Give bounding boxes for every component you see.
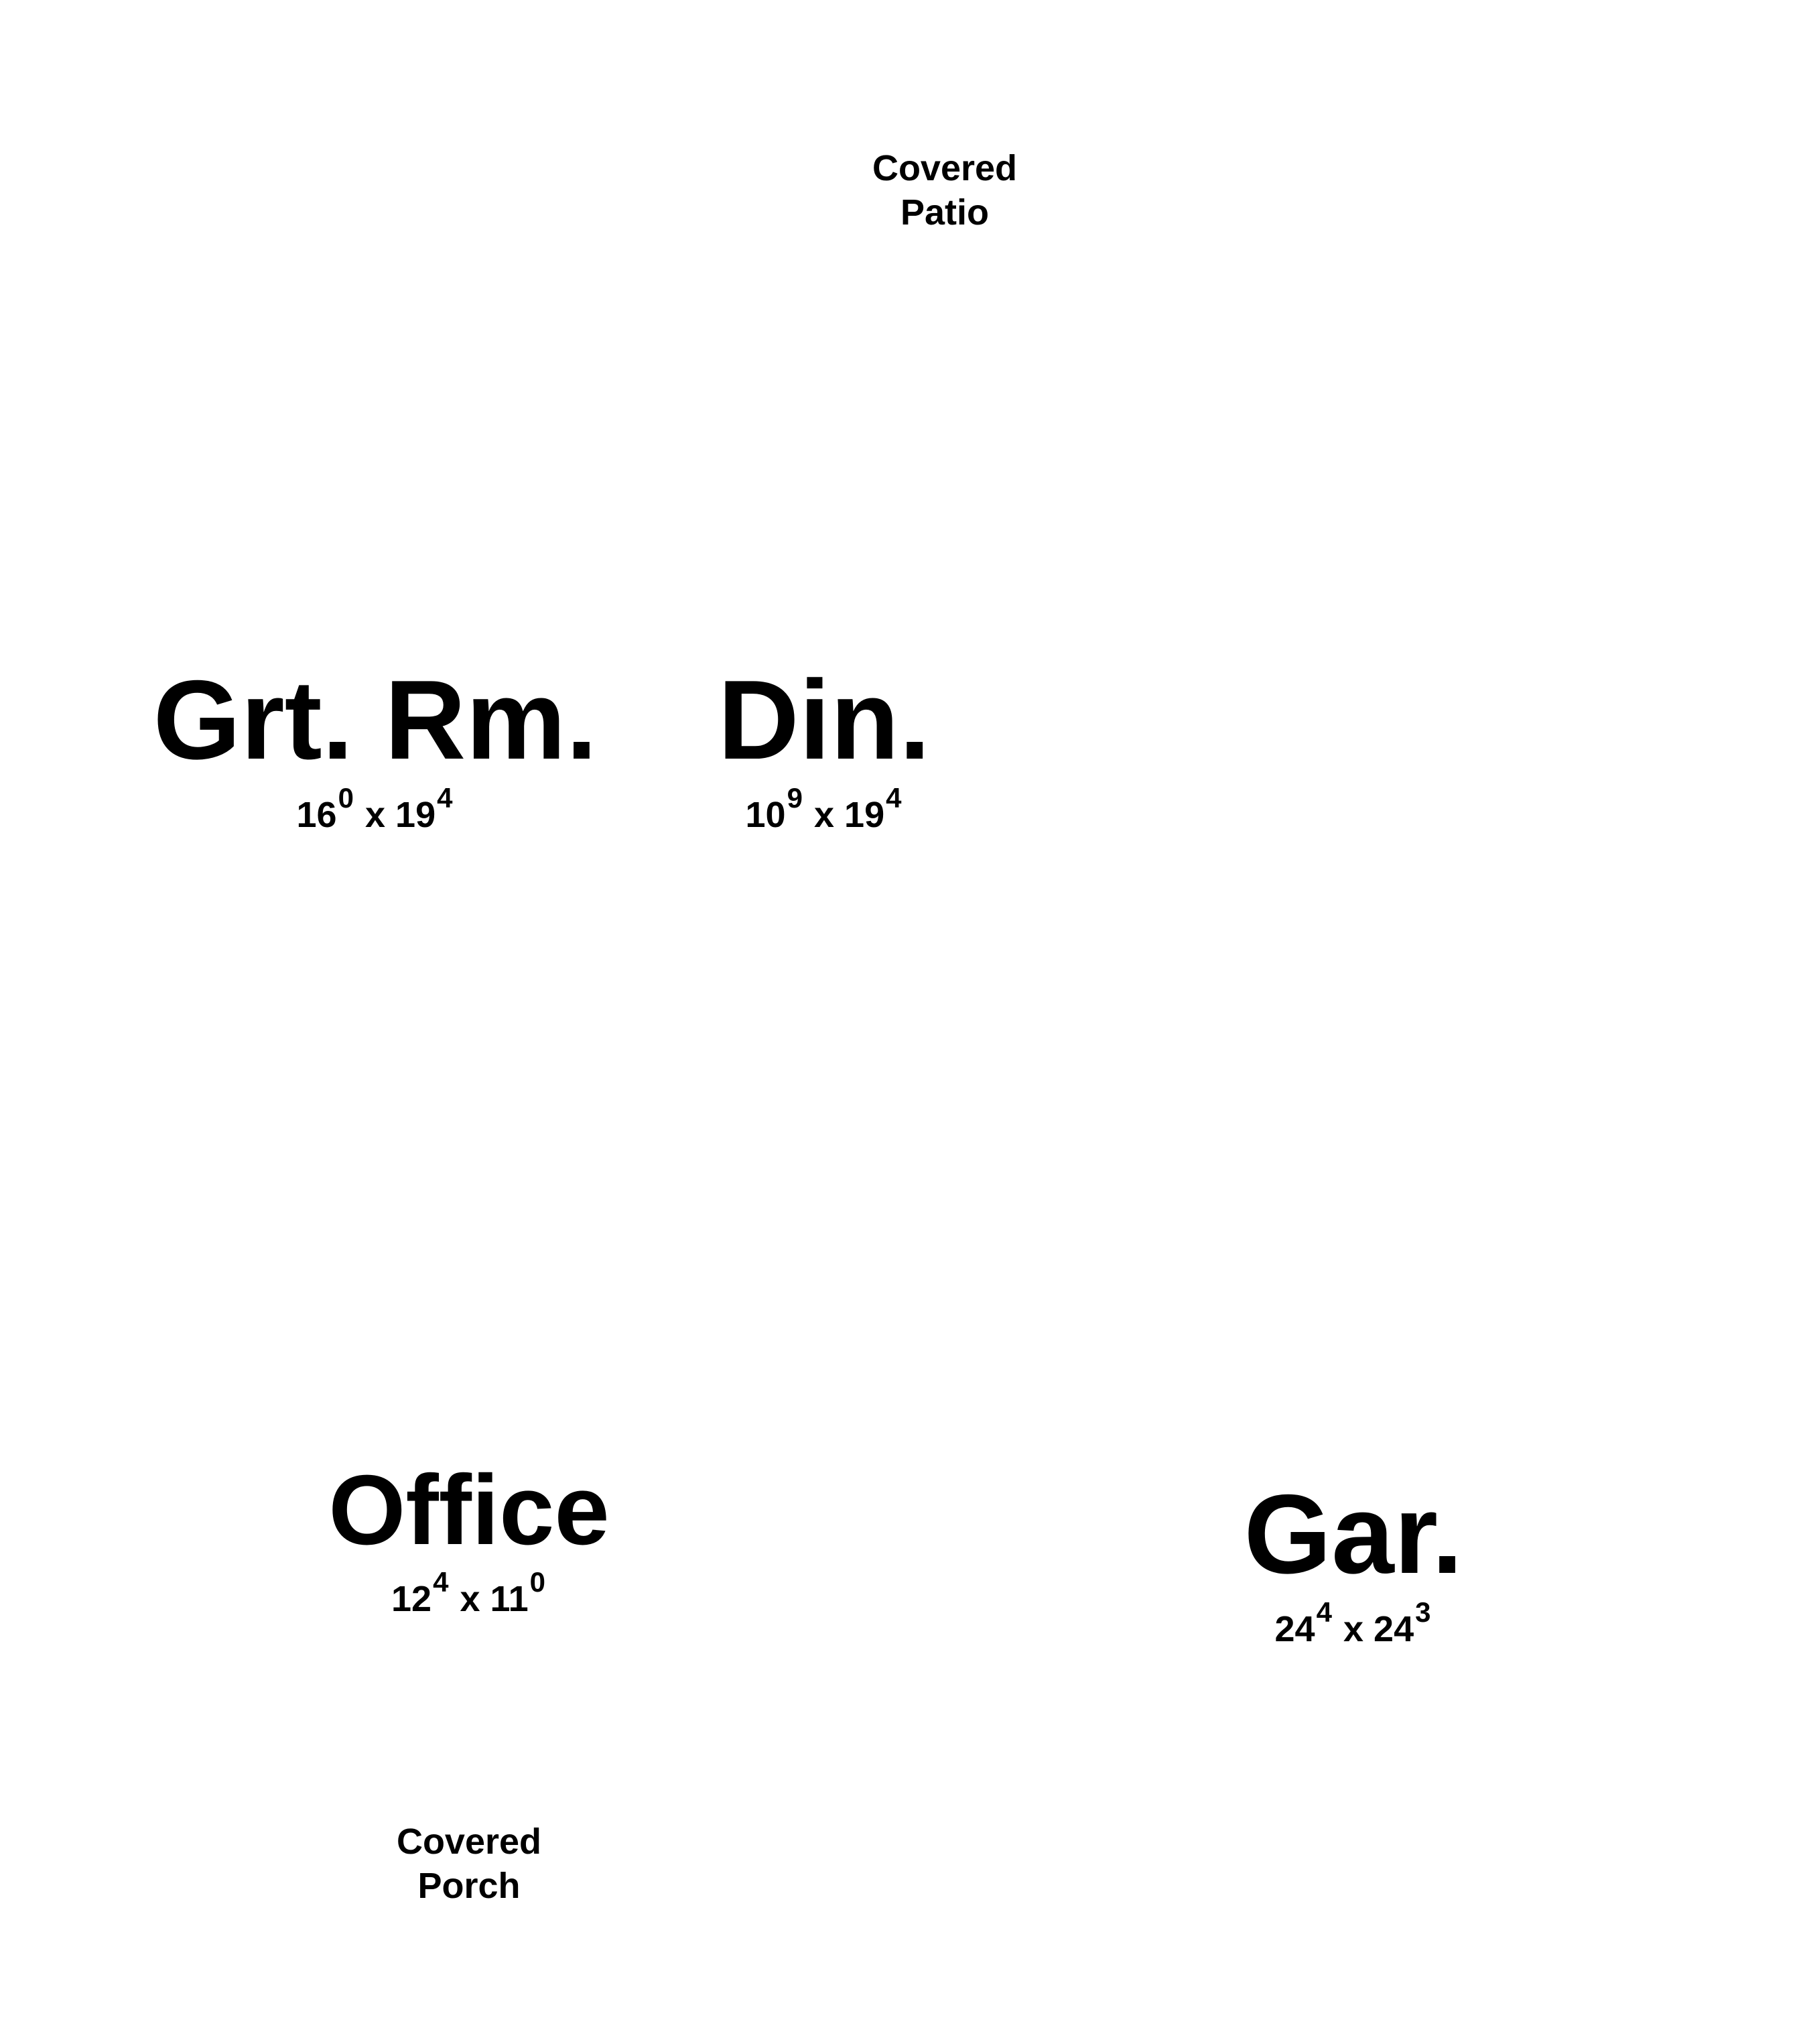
length-ft: 24 bbox=[1374, 1609, 1414, 1649]
length-in: 3 bbox=[1415, 1596, 1431, 1628]
room-dimensions-dining: 109 x 194 bbox=[697, 784, 951, 835]
room-name-great-room: Grt. Rm. bbox=[153, 657, 598, 783]
covered-patio-line-2: Patio bbox=[900, 192, 990, 233]
dim-separator: x bbox=[460, 1579, 480, 1619]
width-in: 4 bbox=[1316, 1596, 1332, 1628]
room-garage: Gar. 244 x 243 bbox=[1199, 1478, 1508, 1647]
width-ft: 10 bbox=[745, 795, 786, 835]
width-ft: 24 bbox=[1274, 1609, 1315, 1649]
room-dimensions-office: 124 x 110 bbox=[308, 1568, 630, 1619]
covered-porch-label: Covered Porch bbox=[369, 1819, 570, 1908]
length-in: 4 bbox=[886, 782, 902, 814]
length-ft: 19 bbox=[844, 795, 885, 835]
length-ft: 11 bbox=[490, 1579, 529, 1619]
dim-separator: x bbox=[1343, 1609, 1364, 1649]
length-in: 0 bbox=[529, 1566, 545, 1598]
room-name-office: Office bbox=[328, 1455, 610, 1566]
room-name-garage: Gar. bbox=[1244, 1471, 1463, 1597]
width-in: 0 bbox=[338, 782, 354, 814]
room-name-dining: Din. bbox=[718, 657, 931, 783]
width-in: 4 bbox=[433, 1566, 449, 1598]
width-ft: 16 bbox=[296, 795, 337, 835]
length-ft: 19 bbox=[395, 795, 436, 835]
room-dimensions-great-room: 160 x 194 bbox=[134, 784, 616, 835]
room-dimensions-garage: 244 x 243 bbox=[1199, 1598, 1508, 1649]
width-ft: 12 bbox=[391, 1579, 432, 1619]
dim-separator: x bbox=[813, 795, 835, 835]
dim-separator: x bbox=[364, 795, 386, 835]
room-office: Office 124 x 110 bbox=[308, 1455, 630, 1619]
length-in: 4 bbox=[437, 782, 453, 814]
covered-patio-line-1: Covered bbox=[872, 148, 1018, 188]
covered-porch-line-2: Porch bbox=[417, 1866, 521, 1906]
room-dining: Din. 109 x 194 bbox=[697, 663, 951, 833]
width-in: 9 bbox=[787, 782, 803, 814]
covered-porch-line-1: Covered bbox=[396, 1822, 542, 1862]
covered-patio-label: Covered Patio bbox=[844, 146, 1045, 235]
room-great-room: Grt. Rm. 160 x 194 bbox=[134, 663, 616, 833]
